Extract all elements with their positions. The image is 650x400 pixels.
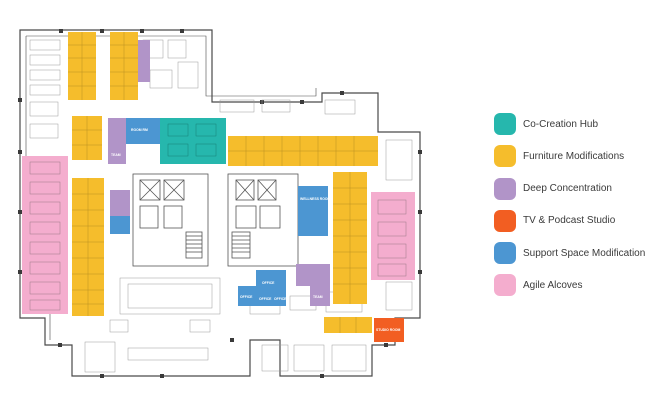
building-core xyxy=(132,173,299,267)
team-label: TEAM xyxy=(313,295,323,299)
team-label: TEAM xyxy=(111,153,121,157)
legend-item-support-space-modification: Support Space Modification xyxy=(494,241,645,265)
room-label: STUDIO ROOM xyxy=(376,328,400,332)
legend-label: Support Space Modification xyxy=(523,247,646,259)
legend-swatch xyxy=(494,274,516,297)
legend-label: Co-Creation Hub xyxy=(523,118,599,130)
legend: Co-Creation Hub Furniture Modifications … xyxy=(494,112,645,306)
zone-deep-concentration xyxy=(108,40,330,306)
office-label: OFFICE xyxy=(262,281,275,285)
room-label: ROOM RM xyxy=(131,128,148,132)
zone-agile-alcoves xyxy=(22,156,415,314)
legend-item-agile-alcoves: Agile Alcoves xyxy=(494,273,645,297)
open-office-furniture xyxy=(29,39,413,373)
legend-swatch xyxy=(494,242,516,265)
office-label: OFFICE xyxy=(240,295,253,299)
zone-furniture-modifications xyxy=(68,32,378,333)
structural-columns xyxy=(18,29,422,378)
team-label: TEAM xyxy=(138,153,148,157)
plan-labels: ROOM RM WELLNESS ROOM STUDIO ROOM TEAM T… xyxy=(111,128,400,332)
legend-label: Furniture Modifications xyxy=(523,150,625,162)
legend-swatch xyxy=(494,113,516,135)
legend-label: Deep Concentration xyxy=(523,183,612,195)
zone-co-creation-hub xyxy=(160,118,226,164)
legend-label: TV & Podcast Studio xyxy=(523,215,616,227)
zone-tv-podcast-studio xyxy=(374,318,404,342)
legend-swatch xyxy=(494,209,516,232)
legend-item-co-creation-hub: Co-Creation Hub xyxy=(494,112,645,136)
legend-label: Agile Alcoves xyxy=(523,279,583,291)
legend-item-furniture-modifications: Furniture Modifications xyxy=(494,144,645,168)
office-label: OFFICE xyxy=(259,297,272,301)
legend-item-tv-podcast-studio: TV & Podcast Studio xyxy=(494,209,645,233)
office-label: OFFICE xyxy=(274,297,287,301)
legend-swatch xyxy=(494,145,516,168)
legend-item-deep-concentration: Deep Concentration xyxy=(494,177,645,201)
room-label: WELLNESS ROOM xyxy=(300,197,331,201)
legend-swatch xyxy=(494,177,516,200)
zone-support-space xyxy=(110,118,328,306)
